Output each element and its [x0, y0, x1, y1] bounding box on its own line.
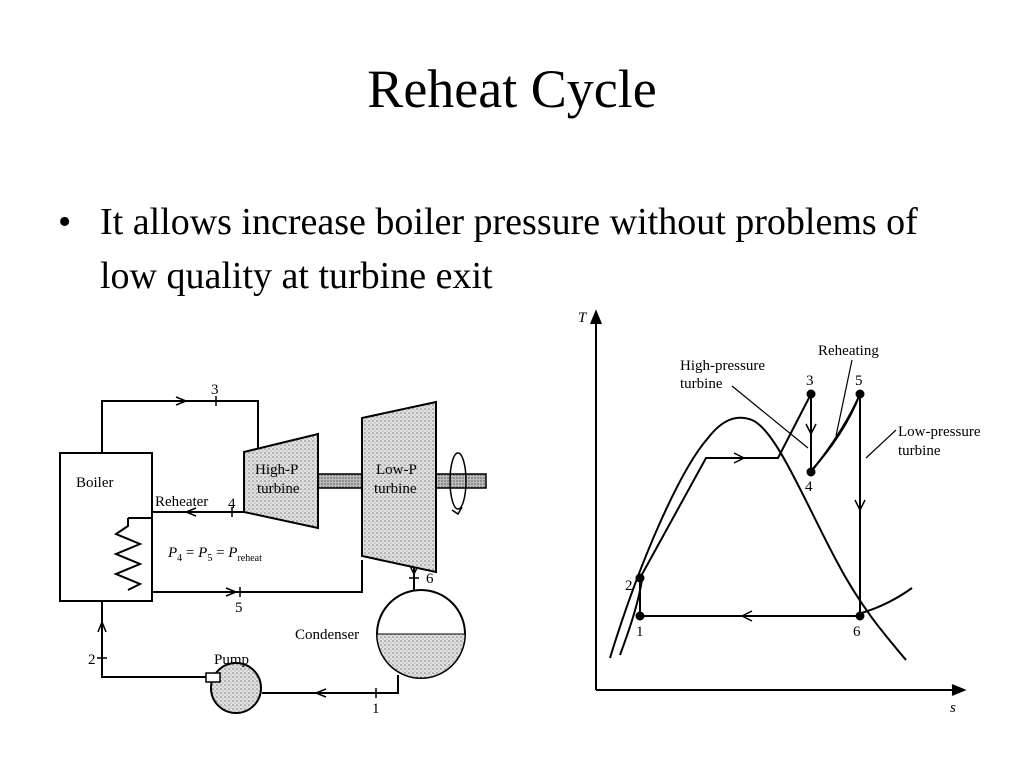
pressure-equation: P4 = P5 = Preheat	[167, 545, 262, 564]
bullet-text: It allows increase boiler pressure witho…	[100, 201, 918, 297]
rotation-icon	[449, 452, 467, 510]
boiler-label: Boiler	[76, 475, 114, 491]
reheater-coil	[113, 518, 143, 591]
ts-state-6: 6	[853, 624, 861, 640]
reheat-leader	[835, 359, 853, 437]
hp-leader	[731, 385, 809, 449]
hp-turbine-label-2: turbine	[257, 481, 300, 497]
ts-state-1: 1	[636, 624, 644, 640]
schematic-labels: Boiler Reheater High-P turbine Low-P tur…	[76, 382, 434, 717]
lp-turbine-label-1: Low-P	[376, 462, 417, 478]
reheat-schematic	[59, 396, 487, 714]
schematic-state-2: 2	[88, 652, 96, 668]
reheat-4-5	[810, 393, 861, 473]
schematic-state-6: 6	[426, 571, 434, 587]
ts-state-2: 2	[625, 578, 633, 594]
pipe-2	[101, 601, 208, 678]
hp-turbine-label-1: High-P	[255, 462, 298, 478]
t-axis-label: T	[578, 310, 588, 326]
pump-outlet	[205, 672, 221, 683]
ts-diagram	[590, 309, 967, 696]
pipe-5	[152, 560, 363, 593]
hp-turbine-ts-label-1: High-pressure	[680, 358, 765, 374]
condenser-label: Condenser	[295, 627, 359, 643]
s-axis-label: s	[950, 700, 956, 716]
bullet-point: • It allows increase boiler pressure wit…	[58, 195, 958, 303]
slide-title: Reheat Cycle	[367, 59, 657, 119]
lp-turbine-label-2: turbine	[374, 481, 417, 497]
reheating-label: Reheating	[818, 343, 879, 359]
high-p-turbine	[243, 432, 319, 530]
superheat-curve	[809, 393, 861, 473]
schematic-state-1: 1	[372, 701, 380, 717]
lp-leader	[865, 429, 897, 459]
ts-state-5: 5	[855, 373, 863, 389]
lp-turbine-ts-label-2: turbine	[898, 443, 941, 459]
ts-labels: T s High-pressure turbine Reheating Low-…	[578, 310, 981, 716]
pipe-1	[262, 675, 399, 694]
reheater-label: Reheater	[155, 494, 208, 510]
schematic-state-3: 3	[211, 382, 219, 398]
heating-2-3	[639, 393, 812, 579]
schematic-state-4: 4	[228, 496, 236, 512]
pipe-3	[101, 400, 259, 453]
bullet-marker: •	[58, 201, 72, 243]
right-curve	[857, 587, 913, 615]
pump-label: Pump	[214, 652, 249, 668]
condenser-liquid	[376, 633, 466, 679]
ts-state-4: 4	[805, 479, 813, 495]
low-p-turbine	[361, 400, 437, 574]
hp-turbine-ts-label-2: turbine	[680, 376, 723, 392]
ts-state-3: 3	[806, 373, 814, 389]
saturation-dome	[609, 416, 907, 661]
boiler-box	[59, 452, 153, 602]
lp-turbine-ts-label-1: Low-pressure	[898, 424, 981, 440]
pump-body	[210, 662, 262, 714]
schematic-state-5: 5	[235, 600, 243, 616]
